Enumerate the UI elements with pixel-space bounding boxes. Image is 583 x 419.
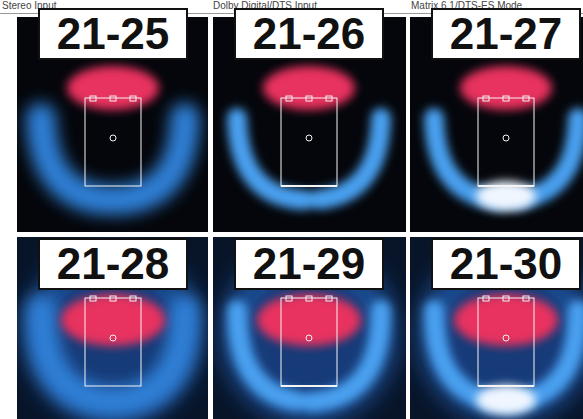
- figure-number: 21-25: [57, 11, 170, 57]
- sound-field-panel: [213, 237, 406, 419]
- figure-number: 21-28: [57, 241, 170, 287]
- figure-number-box: 21-29: [234, 238, 384, 290]
- figure-number-box: 21-25: [38, 8, 188, 60]
- sound-field-panel: [410, 237, 583, 419]
- figure-number-box: 21-26: [234, 8, 384, 60]
- figure-number-box: 21-30: [431, 238, 581, 290]
- figure-number: 21-30: [450, 241, 563, 287]
- sound-field-panel: [17, 237, 208, 419]
- figure-number-box: 21-27: [431, 8, 581, 60]
- figure-number: 21-26: [253, 11, 366, 57]
- figure-number: 21-27: [450, 11, 563, 57]
- figure-number: 21-29: [253, 241, 366, 287]
- figure-number-box: 21-28: [38, 238, 188, 290]
